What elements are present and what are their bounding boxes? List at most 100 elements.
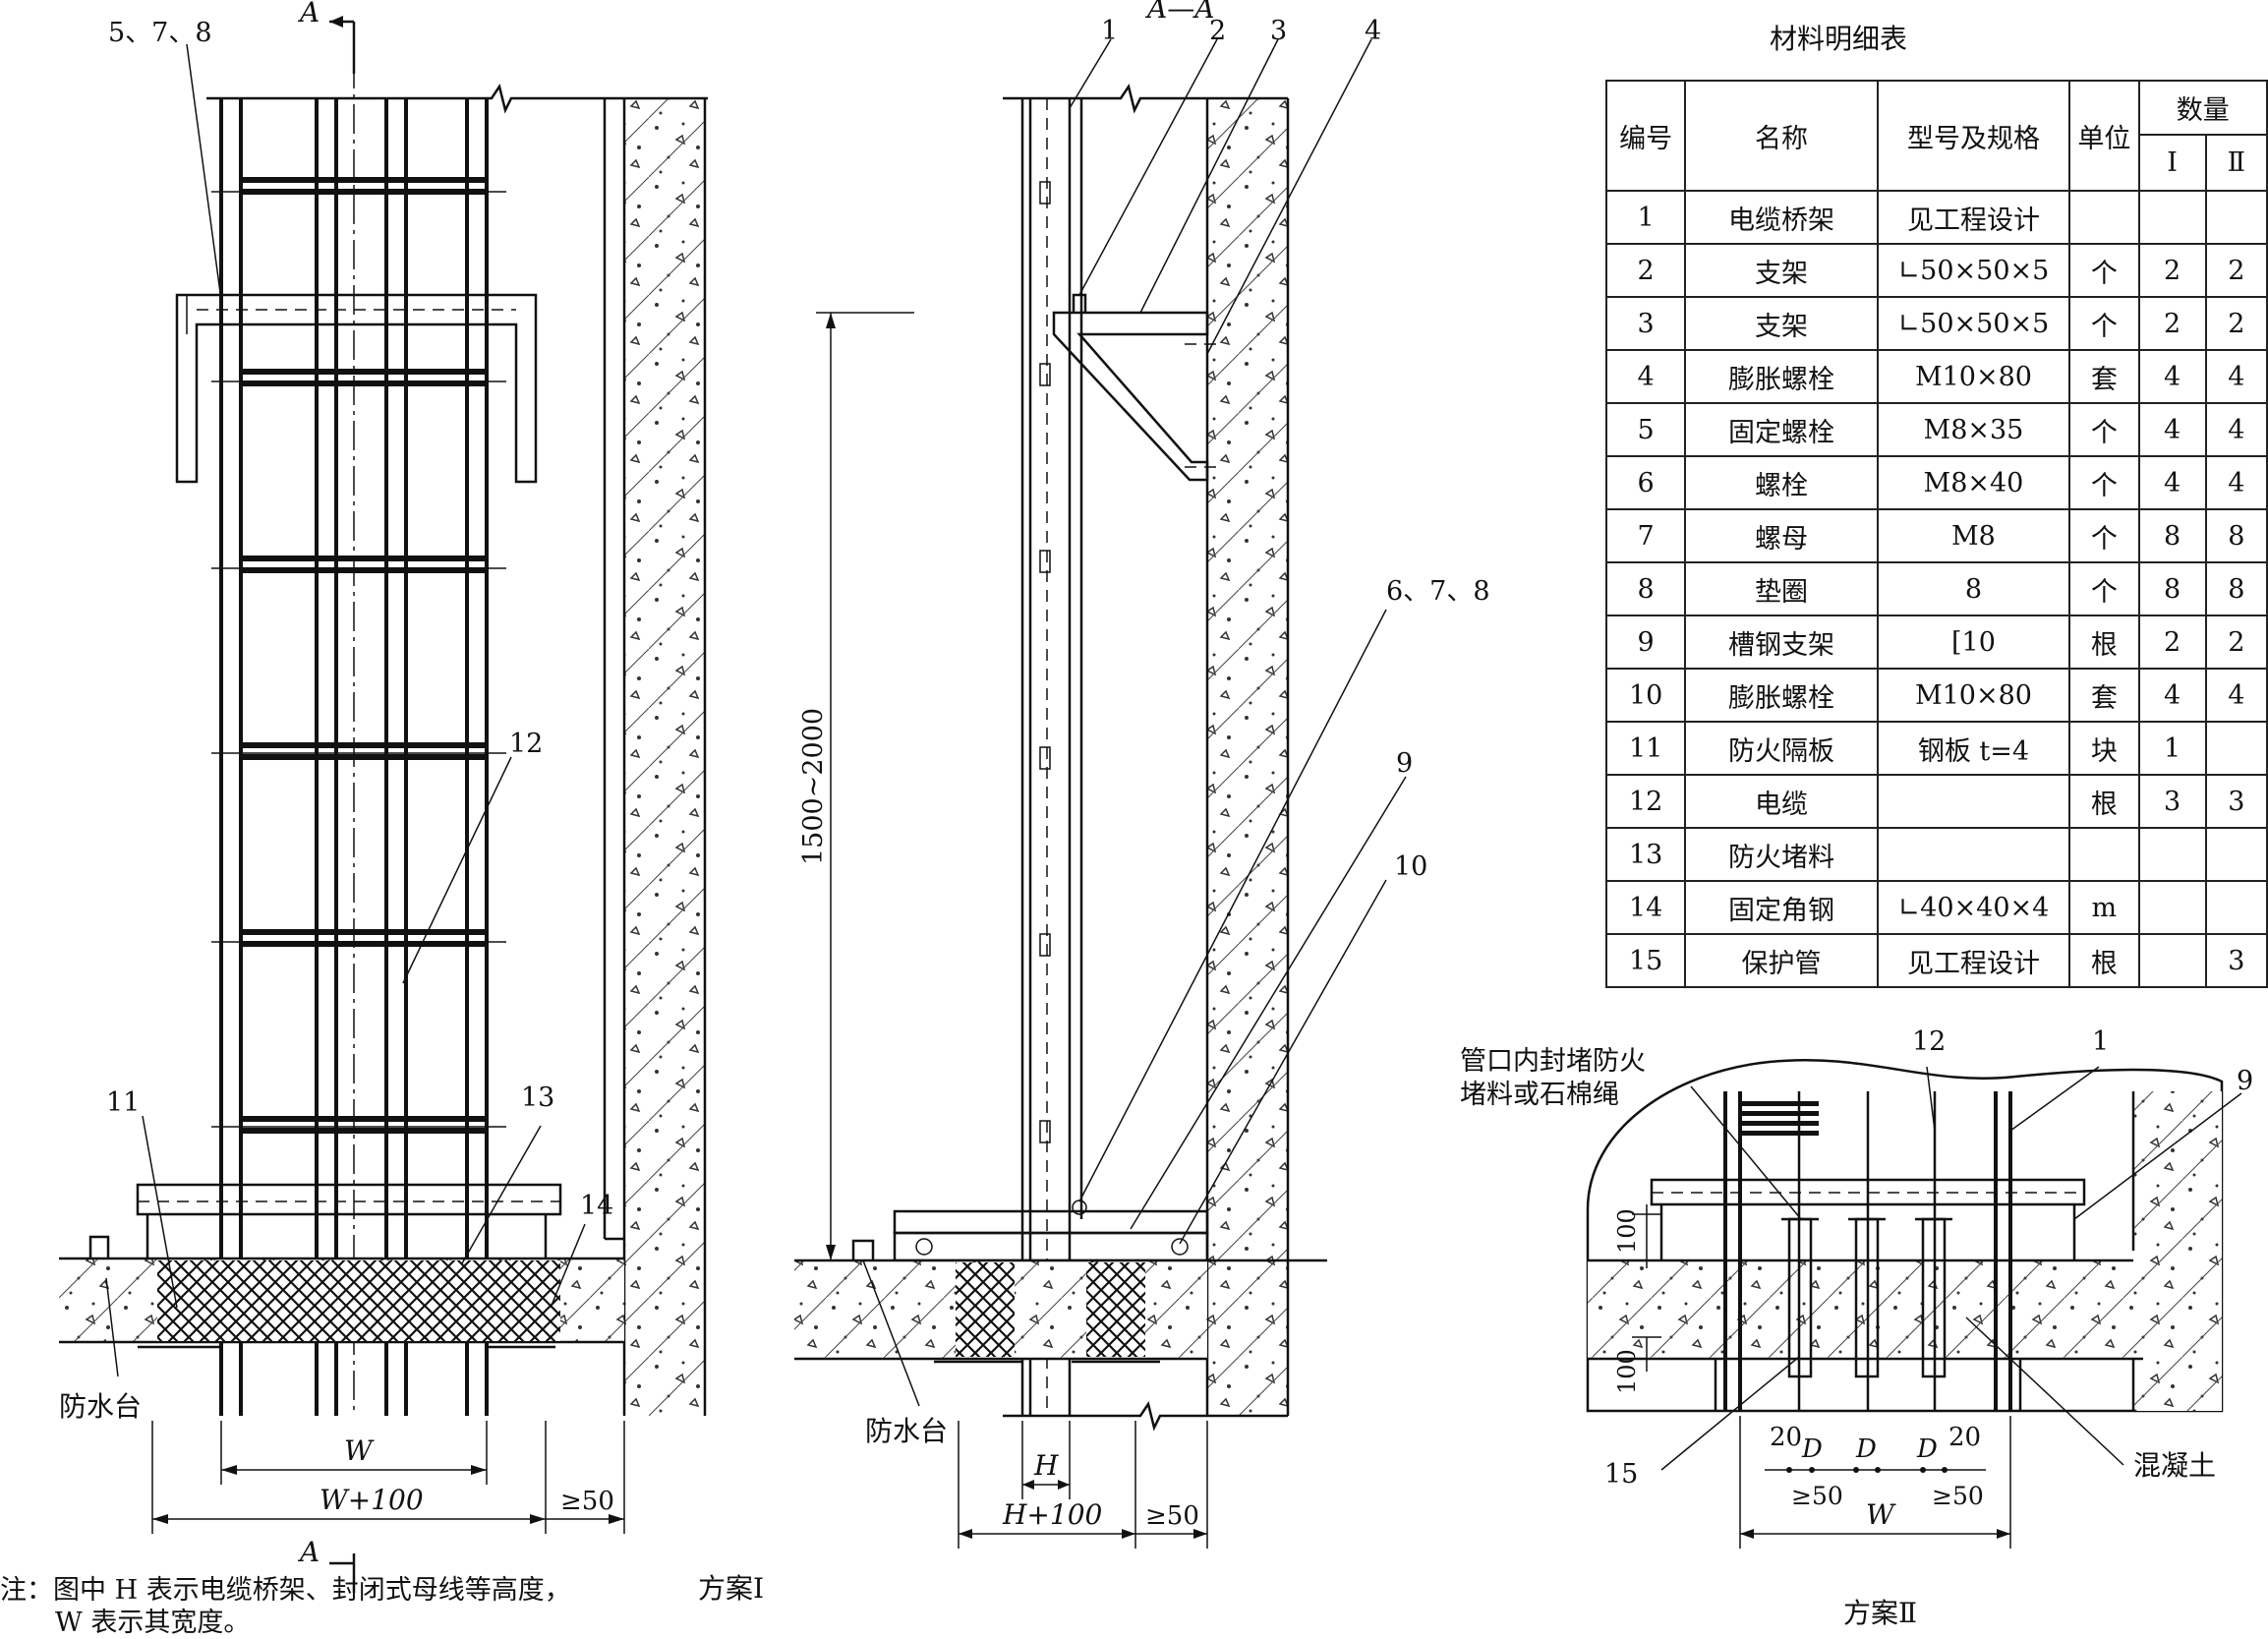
cell-name: 防火堵料 [1684,827,1879,882]
left-bracket [175,293,538,484]
note-line1: 注：图中 H 表示电缆桥架、封闭式母线等高度， [0,1575,571,1606]
cell-name: 膨胀螺栓 [1684,349,1879,404]
section-view: A—A 1 2 3 4 6、7、8 9 10 1500~2000 防水台 H H… [794,0,1490,1549]
cell-unit: m [2068,880,2140,935]
cell-no: 3 [1604,296,1687,351]
cell-no: 7 [1604,508,1687,563]
right-note-line1: 管口内封堵防火 [1460,1046,1646,1077]
section-dim-h100: H+100 [1002,1498,1102,1531]
cell-unit: 套 [2068,349,2140,404]
cell-spec: ∟50×50×5 [1876,243,2071,298]
section-bottom-dims [958,1421,1208,1549]
cell-no: 6 [1604,455,1687,510]
cell-q1: 4 [2137,668,2207,723]
cell-unit: 个 [2068,243,2140,298]
cell-q1: 8 [2137,508,2207,563]
section-callout-6-7-8: 6、7、8 [1386,576,1490,607]
callout-5-7-8: 5、7、8 [108,18,212,48]
cell-q2: 4 [2204,402,2268,457]
cell-q1: 4 [2137,349,2207,404]
header-q2: Ⅱ [2204,134,2268,192]
right-dim-ge50-right: ≥50 [1932,1482,1984,1510]
cell-name: 支架 [1684,243,1879,298]
cell-unit: 套 [2068,668,2140,723]
cell-q1: 3 [2137,774,2207,829]
cell-name: 防火隔板 [1684,721,1879,776]
cell-spec: M10×80 [1876,349,2071,404]
header-qty: 数量 [2137,80,2268,136]
cell-no: 13 [1604,827,1687,882]
left-dim-w100: W+100 [320,1484,424,1516]
left-section-mark-label: A [297,0,320,29]
cell-q1: 4 [2137,402,2207,457]
cell-name: 保护管 [1684,933,1879,988]
right-dim-d2: D [1855,1434,1877,1464]
cell-spec: 8 [1876,561,2071,616]
section-title: A—A [1144,0,1214,25]
section-callout-9: 9 [1396,748,1413,779]
cell-q1: 2 [2137,243,2207,298]
section-height-label: 1500~2000 [798,708,829,865]
header-spec: 型号及规格 [1876,80,2071,192]
right-dim-ge50-left: ≥50 [1791,1482,1843,1510]
right-concrete-label: 混凝土 [2133,1449,2216,1482]
left-dim-ge50: ≥50 [560,1487,614,1516]
cell-name: 垫圈 [1684,561,1879,616]
note-line2: W 表示其宽度。 [55,1608,251,1638]
cell-q2: 4 [2204,455,2268,510]
cell-spec: ∟40×40×4 [1876,880,2071,935]
cell-q2: 8 [2204,508,2268,563]
section-callout-1: 1 [1101,16,1118,46]
cell-unit: 根 [2068,774,2140,829]
table-title: 材料明细表 [1770,23,1908,55]
cell-unit: 个 [2068,296,2140,351]
right-dim-20-right: 20 [1948,1423,1981,1452]
cell-q1: 8 [2137,561,2207,616]
section-height-dim [816,312,914,1260]
section-wall-concrete [1207,98,1288,1416]
left-callout-14: 14 [580,1191,613,1221]
cell-no: 1 [1604,190,1687,245]
right-dim-100-bottom: 100 [1613,1349,1641,1394]
left-front-view: A A 5、7、8 12 11 13 14 防水台 W W+100 ≥50 方案… [59,0,764,1605]
cell-name: 支架 [1684,296,1879,351]
cell-q1 [2137,827,2207,882]
left-wall-concrete [624,98,705,1416]
cell-no: 8 [1604,561,1687,616]
cell-q2: 2 [2204,243,2268,298]
section-waterproof-label: 防水台 [865,1415,948,1447]
right-dim-d1: D [1801,1434,1823,1464]
cell-no: 9 [1604,615,1687,670]
cell-spec: 钢板 t=4 [1876,721,2071,776]
cell-name: 螺母 [1684,508,1879,563]
cell-q2: 4 [2204,668,2268,723]
left-tray-rails [219,59,489,1416]
header-name: 名称 [1684,80,1879,192]
cell-name: 螺栓 [1684,455,1879,510]
right-dims [1632,1204,2011,1549]
cell-unit [2068,190,2140,245]
cell-name: 膨胀螺栓 [1684,668,1879,723]
left-callout-13: 13 [521,1083,554,1113]
cell-q1 [2137,933,2207,988]
cell-no: 14 [1604,880,1687,935]
cell-unit: 个 [2068,561,2140,616]
cell-unit: 个 [2068,508,2140,563]
cell-spec: M10×80 [1876,668,2071,723]
right-callout-15: 15 [1604,1459,1638,1490]
section-clips [1039,181,1051,1330]
cell-q1: 2 [2137,615,2207,670]
cell-spec: 见工程设计 [1876,933,2071,988]
cell-spec [1876,827,2071,882]
right-outline [1586,1058,2224,1413]
cell-no: 4 [1604,349,1687,404]
cell-unit: 个 [2068,402,2140,457]
